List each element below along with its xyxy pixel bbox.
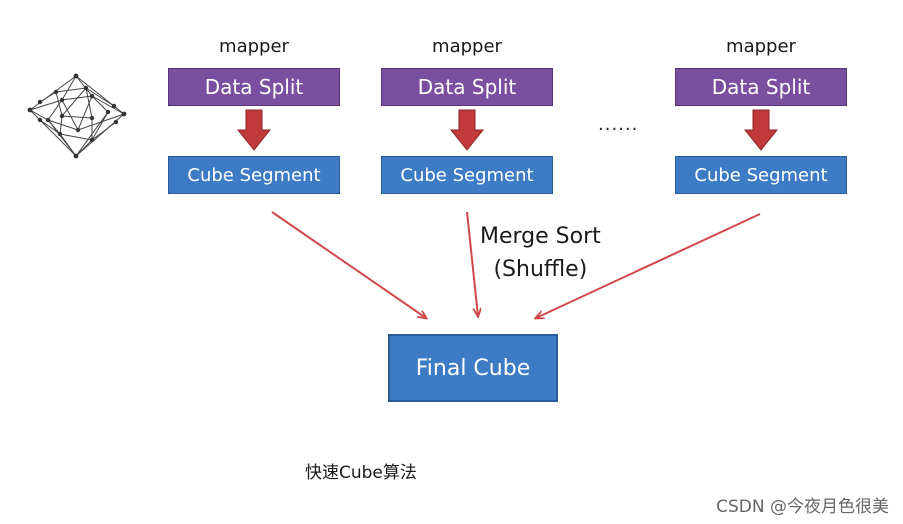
- final-cube-box: Final Cube: [388, 334, 558, 402]
- mapper-label-1: mapper: [219, 36, 289, 57]
- merge-arrow-1: [271, 211, 426, 318]
- merge-arrow-2: [466, 211, 478, 316]
- diagram-caption: 快速Cube算法: [305, 463, 417, 483]
- data-split-box-1: Data Split: [168, 68, 340, 106]
- down-arrow-2: [449, 109, 485, 151]
- cube-segment-box-2: Cube Segment: [381, 156, 553, 194]
- merge-sort-line2: (Shuffle): [493, 257, 588, 282]
- merge-arrow-3: [536, 213, 761, 318]
- more-mappers-ellipsis: ......: [598, 114, 639, 135]
- csdn-watermark: CSDN @今夜月色很美: [716, 497, 889, 517]
- mapper-label-2: mapper: [432, 36, 502, 57]
- cube-segment-box-3: Cube Segment: [675, 156, 847, 194]
- mapper-label-3: mapper: [726, 36, 796, 57]
- down-arrow-1: [236, 109, 272, 151]
- data-split-box-2: Data Split: [381, 68, 553, 106]
- cube-segment-box-1: Cube Segment: [168, 156, 340, 194]
- merge-sort-label: Merge Sort (Shuffle): [480, 220, 601, 286]
- merge-sort-line1: Merge Sort: [480, 224, 601, 249]
- data-split-box-3: Data Split: [675, 68, 847, 106]
- down-arrow-3: [743, 109, 779, 151]
